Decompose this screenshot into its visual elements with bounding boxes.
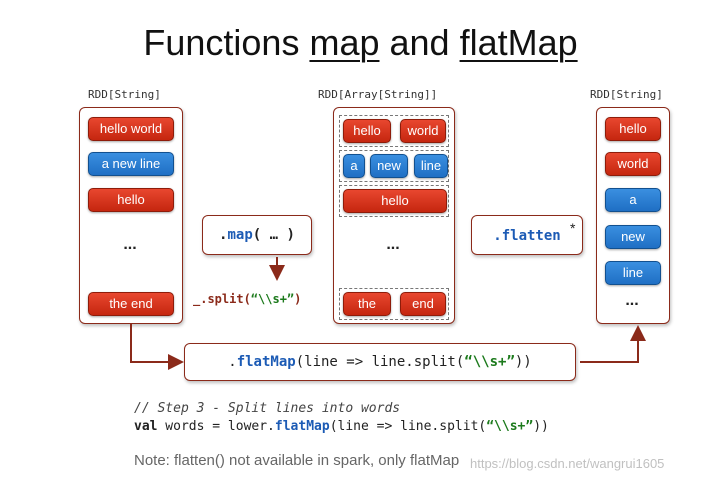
right-column-label: RDD[String]: [590, 88, 663, 101]
code-mid: (line => line.split(: [329, 419, 487, 434]
array-item: end: [400, 292, 446, 316]
array-item: hello: [343, 119, 391, 143]
page-title: Functions map and flatMap: [0, 22, 721, 64]
split-suffix: ): [294, 292, 302, 306]
middle-column-label: RDD[Array[String]]: [318, 88, 438, 101]
code-pre: words = lower.: [157, 419, 275, 434]
right-item: line: [605, 261, 661, 285]
right-item: a: [605, 188, 661, 212]
map-operation-box: .map( … ): [202, 215, 312, 255]
array-group: [339, 185, 449, 217]
footnote: Note: flatten() not available in spark, …: [134, 452, 460, 469]
right-item: world: [605, 152, 661, 176]
left-item: a new line: [88, 152, 174, 176]
title-flatmap: flatMap: [459, 22, 578, 63]
left-to-flatmap-arrow: [130, 324, 184, 370]
title-map: map: [309, 22, 380, 63]
flatten-asterisk: *: [570, 220, 576, 236]
left-ellipsis: ...: [123, 236, 137, 253]
left-item: hello: [88, 188, 174, 212]
watermark: https://blog.csdn.net/wangrui1605: [470, 456, 665, 471]
split-note: _.split(“\\s+”): [193, 292, 301, 306]
code-function: flatMap: [274, 419, 330, 434]
array-item: the: [343, 292, 391, 316]
title-prefix: Functions: [143, 22, 310, 63]
right-ellipsis: ...: [625, 292, 639, 309]
array-item: hello: [343, 189, 447, 213]
flatten-operation-box: .flatten: [471, 215, 583, 255]
code-arg: “\\s+”: [486, 419, 534, 434]
code-keyword: val: [134, 419, 158, 434]
array-item: world: [400, 119, 446, 143]
array-group: [339, 150, 449, 182]
map-function: map: [227, 227, 253, 243]
map-prefix: .: [219, 227, 228, 243]
right-item: new: [605, 225, 661, 249]
split-prefix: _.split(: [193, 292, 251, 306]
code-suffix: )): [533, 419, 549, 434]
left-item: the end: [88, 292, 174, 316]
array-item: a: [343, 154, 365, 178]
map-args: ( … ): [252, 227, 295, 243]
flatmap-mid: (line => line.split(: [295, 354, 465, 370]
flatmap-suffix: )): [514, 354, 532, 370]
right-item: hello: [605, 117, 661, 141]
right-rdd-frame: hello world a new line ...: [596, 107, 670, 324]
middle-rdd-frame: hello world a new line hello ... the end: [333, 107, 455, 324]
flatmap-function: flatMap: [236, 354, 296, 370]
flatmap-to-right-arrow: [580, 325, 646, 363]
split-arg: “\\s+”: [250, 292, 295, 306]
code-comment: // Step 3 - Split lines into words: [134, 401, 401, 416]
array-item: new: [370, 154, 408, 178]
middle-ellipsis: ...: [386, 236, 400, 253]
array-group: [339, 288, 449, 320]
array-group: [339, 115, 449, 147]
array-item: line: [414, 154, 448, 178]
code-line: val words = lower.flatMap(line => line.s…: [134, 419, 549, 434]
flatmap-arg: “\\s+”: [464, 354, 515, 370]
left-rdd-frame: hello world a new line hello ... the end: [79, 107, 183, 324]
left-item: hello world: [88, 117, 174, 141]
title-and: and: [379, 22, 460, 63]
flatmap-prefix: .: [228, 354, 237, 370]
flatten-label: .flatten: [493, 228, 561, 244]
left-column-label: RDD[String]: [88, 88, 161, 101]
flatmap-operation-box: .flatMap(line => line.split(“\\s+”)): [184, 343, 576, 381]
